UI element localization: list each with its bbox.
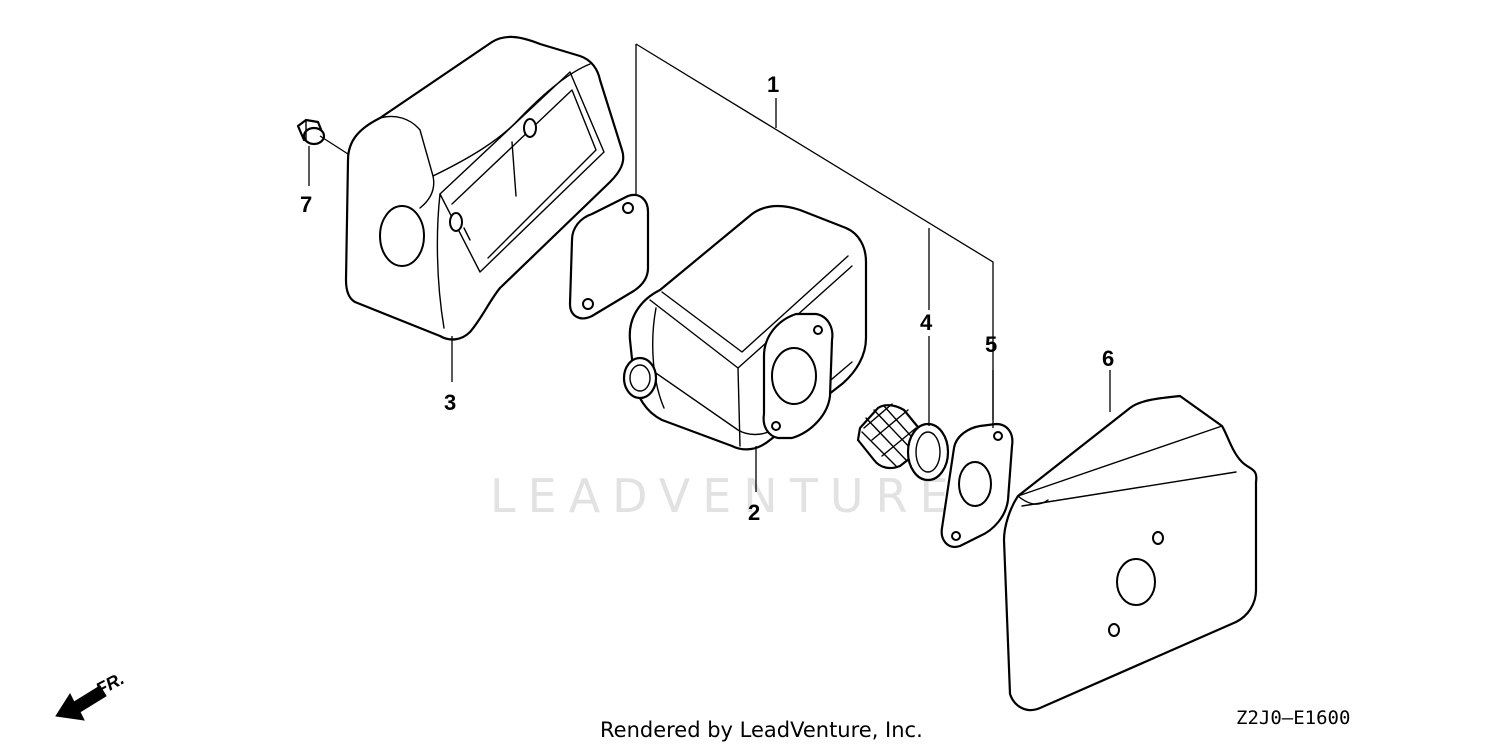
heat-shield-center-hole xyxy=(1116,558,1156,606)
muffler-protector xyxy=(344,35,625,341)
heat-shield xyxy=(1002,394,1258,712)
front-direction-arrow-icon xyxy=(55,685,107,721)
callout-2: 2 xyxy=(748,500,760,525)
muffler-gasket xyxy=(568,193,650,320)
callout-1: 1 xyxy=(767,72,779,97)
assembly-bracket-1 xyxy=(635,43,994,420)
spark-arrester xyxy=(856,403,950,482)
callout-7: 7 xyxy=(300,192,312,217)
callout-3: 3 xyxy=(444,390,456,415)
flange-nut xyxy=(296,118,326,146)
muffler xyxy=(622,204,868,451)
diagram-code: Z2J0—E1600 xyxy=(1236,707,1350,729)
muffler-outlet-pipe xyxy=(622,356,658,400)
watermark: LEADVENTURE xyxy=(490,469,961,523)
render-credit: Rendered by LeadVenture, Inc. xyxy=(600,718,923,742)
callout-5: 5 xyxy=(985,332,997,357)
callout-4: 4 xyxy=(920,310,933,335)
callout-6: 6 xyxy=(1102,346,1114,371)
protector-outlet-hole xyxy=(379,205,425,267)
arrester-gasket xyxy=(940,422,1014,548)
